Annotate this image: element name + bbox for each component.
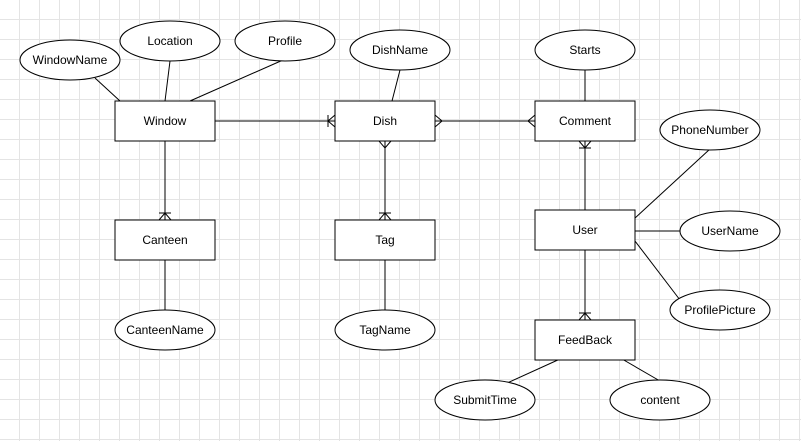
entity-label: Tag: [375, 233, 394, 247]
connector-location: [164, 60, 171, 102]
attribute-username[interactable]: UserName: [679, 210, 781, 252]
connector-submittime: [504, 358, 561, 385]
attribute-profile[interactable]: Profile: [234, 20, 336, 62]
relationship-user-feedback: [578, 250, 592, 321]
relationship-dish-tag: [378, 140, 392, 221]
attribute-label: Profile: [268, 34, 302, 48]
relationship-dish-comment: [434, 114, 536, 128]
entity-tag[interactable]: Tag: [334, 219, 436, 261]
attribute-starts[interactable]: Starts: [534, 29, 636, 71]
entity-label: Canteen: [142, 233, 187, 247]
entity-canteen[interactable]: Canteen: [114, 219, 216, 261]
connector-profilepicture: [634, 240, 681, 301]
entity-user[interactable]: User: [534, 209, 636, 251]
attribute-label: UserName: [701, 224, 759, 238]
attribute-canteenname[interactable]: CanteenName: [114, 309, 216, 351]
attribute-label: CanteenName: [126, 323, 204, 337]
attribute-label: content: [640, 393, 680, 407]
entity-dish[interactable]: Dish: [334, 100, 436, 142]
entity-label: Dish: [373, 114, 397, 128]
entity-comment[interactable]: Comment: [534, 100, 636, 142]
connector-windowname: [94, 77, 121, 102]
connector-profile: [189, 59, 284, 102]
attribute-location[interactable]: Location: [119, 20, 221, 62]
attribute-windowname[interactable]: WindowName: [19, 39, 121, 81]
entity-label: Window: [144, 114, 187, 128]
relationship-user-comment: [578, 140, 592, 210]
entity-label: User: [572, 223, 597, 237]
relationship-window-dish: [215, 114, 336, 128]
attribute-content[interactable]: content: [609, 379, 711, 421]
attribute-label: Starts: [569, 43, 600, 57]
attribute-label: SubmitTime: [453, 393, 517, 407]
attribute-profilepicture[interactable]: ProfilePicture: [669, 289, 771, 331]
attribute-submittime[interactable]: SubmitTime: [434, 379, 536, 421]
attribute-label: WindowName: [33, 53, 108, 67]
entity-label: FeedBack: [558, 333, 613, 347]
attribute-label: ProfilePicture: [684, 303, 756, 317]
connector-phonenumber: [633, 148, 711, 220]
attribute-connectors: [94, 59, 711, 385]
attribute-phonenumber[interactable]: PhoneNumber: [659, 109, 761, 151]
attribute-label: DishName: [372, 43, 428, 57]
attribute-label: Location: [147, 34, 192, 48]
entity-window[interactable]: Window: [114, 100, 216, 142]
attribute-dishname[interactable]: DishName: [349, 29, 451, 71]
connector-content: [621, 358, 661, 382]
attribute-tagname[interactable]: TagName: [334, 309, 436, 351]
entity-feedback[interactable]: FeedBack: [534, 319, 636, 361]
attribute-label: PhoneNumber: [671, 123, 748, 137]
relationship-window-canteen: [158, 141, 172, 221]
entity-label: Comment: [559, 114, 612, 128]
attribute-label: TagName: [359, 323, 411, 337]
connector-dishname: [391, 69, 401, 102]
